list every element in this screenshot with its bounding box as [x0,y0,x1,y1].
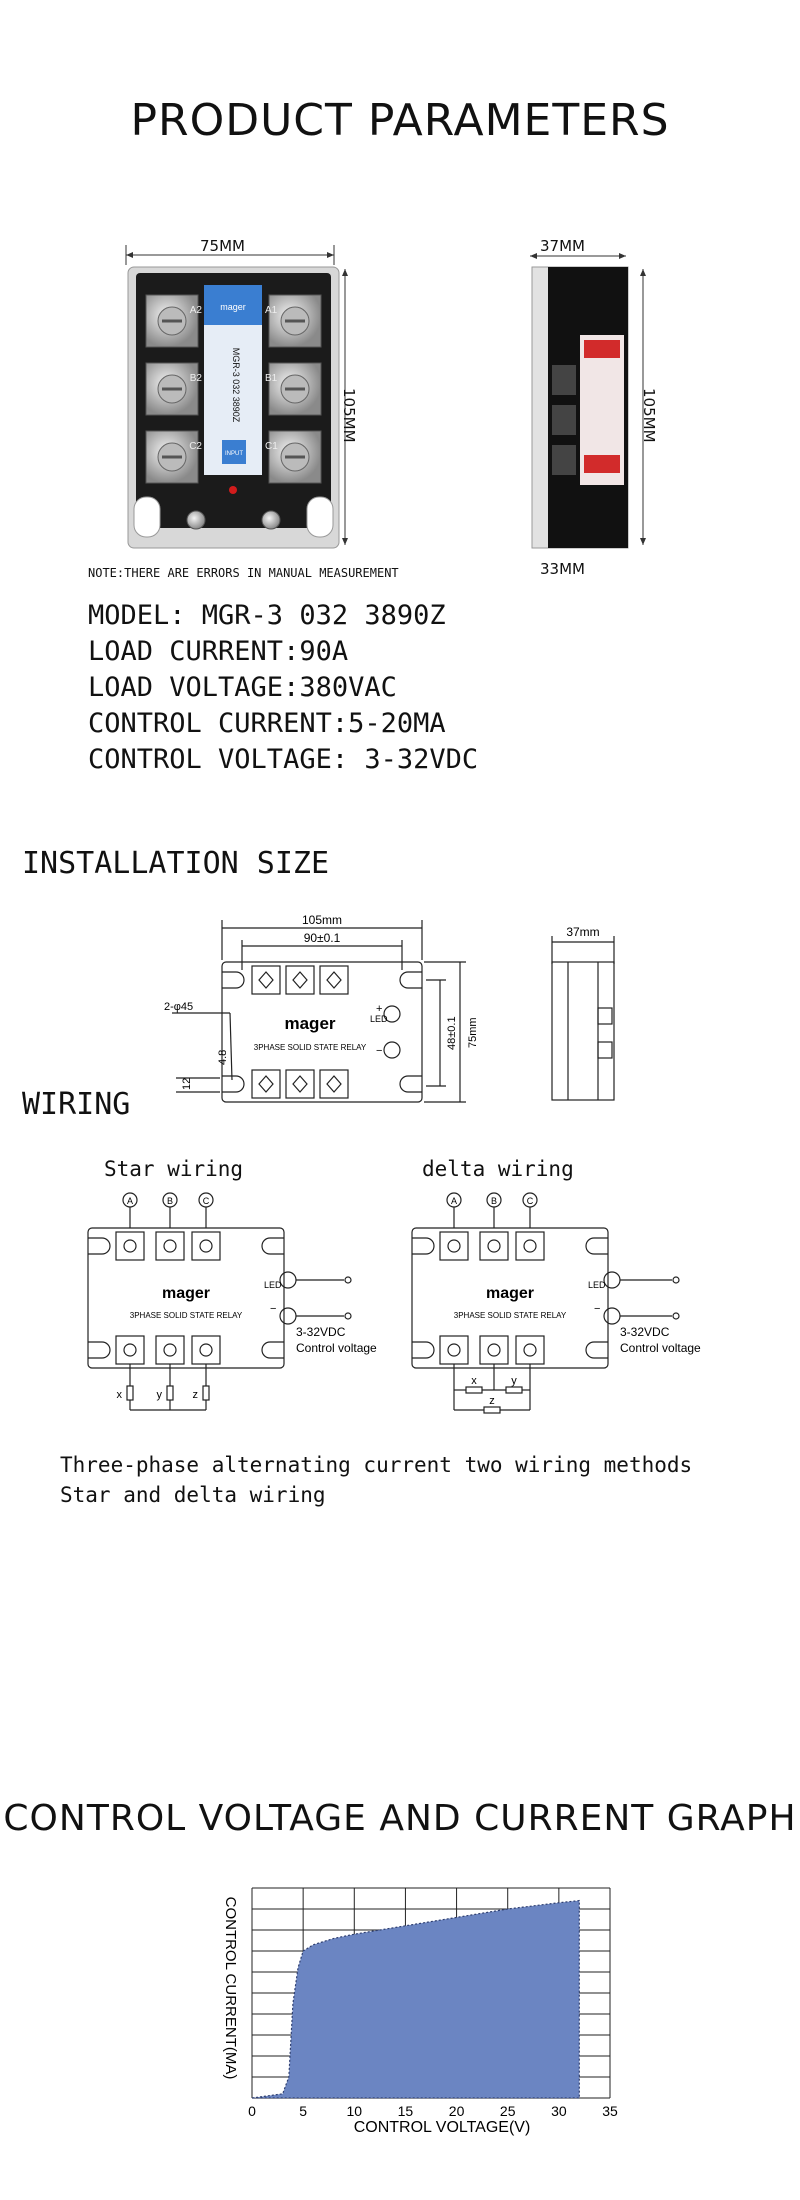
delta-load-y: y [511,1375,517,1387]
spec-load-current: LOAD CURRENT:90A [88,636,349,667]
star-relay-type: 3PHASE SOLID STATE RELAY [130,1311,243,1320]
delta-voltage-label: 3-32VDC [620,1325,670,1339]
install-minus: − [376,1045,382,1057]
x-tick-label-7: 35 [602,2103,618,2119]
star-led: LED [264,1280,282,1290]
terminal-label-a2: A2 [190,305,203,316]
delta-phase-a: A [451,1196,457,1206]
x-tick-label-1: 5 [299,2103,307,2119]
star-phase-c: C [203,1196,210,1206]
terminal-label-b1: B1 [265,373,278,384]
delta-load-z: z [489,1395,495,1407]
install-led: LED [370,1014,388,1024]
page-title: PRODUCT PARAMETERS [130,95,670,146]
front-view-relay: mager MGR-3 032 3890Z INPUT A2 B2 C2 A1 … [127,266,340,549]
star-brand: mager [162,1285,210,1302]
star-load-x: x [117,1389,123,1401]
side-height-label: 105MM [640,388,658,443]
dim-90: 90±0.1 [304,931,341,945]
side-width-label: 37MM [540,237,585,255]
delta-wiring-diagram: A B C mager 3PHASE SOLID STATE RELAY LED… [411,1192,701,1414]
x-tick-label-6: 30 [551,2103,567,2119]
front-input-text: INPUT [225,451,243,457]
side-width-dimension [530,253,626,259]
delta-relay-type: 3PHASE SOLID STATE RELAY [454,1311,567,1320]
install-relay-type: 3PHASE SOLID STATE RELAY [254,1043,367,1052]
x-tick-label-2: 10 [346,2103,362,2119]
control-voltage-current-chart: 0 5 10 15 20 25 30 35 CONTROL VOLTAGE(V) CONTRO… [222,1887,618,2136]
star-phase-a: A [127,1196,133,1206]
star-phase-b: B [167,1196,173,1206]
measurement-note: NOTE:THERE ARE ERRORS IN MANUAL MEASUREM… [88,566,399,580]
dim-12: 12 [181,1078,193,1090]
star-minus: − [270,1303,276,1315]
front-terminals-right [268,294,322,484]
side-view-relay [531,266,629,549]
x-tick-label-4: 20 [449,2103,465,2119]
x-tick-label-3: 15 [398,2103,414,2119]
chart-area-series [251,1899,580,2099]
delta-phase-b: B [491,1196,497,1206]
dim-37: 37mm [566,925,599,939]
dim-105: 105mm [302,913,342,927]
chart-y-label: CONTROL CURRENT(MA) [222,1897,239,2080]
wiring-description-2: Star and delta wiring [60,1483,326,1507]
x-tick-label-0: 0 [248,2103,256,2119]
front-model-text: MGR-3 032 3890Z [231,348,241,423]
side-bottom-label: 33MM [540,560,585,578]
delta-control-label: Control voltage [620,1341,701,1355]
chart-x-ticks: 0 5 10 15 20 25 30 35 [248,2103,618,2119]
x-tick-label-5: 25 [500,2103,516,2119]
delta-load-x: x [471,1375,477,1387]
dim-75: 75mm [467,1017,479,1048]
wiring-heading: WIRING [22,1087,131,1122]
chart-x-label: CONTROL VOLTAGE(V) [354,2119,531,2136]
install-brand: mager [284,1014,335,1033]
dim-4-8: 4.8 [217,1050,229,1065]
led-indicator [229,486,237,494]
installation-front-drawing: 105mm 90±0.1 2-φ45 4.8 12 48±0.1 75mm ma… [164,913,479,1103]
dim-hole: 2-φ45 [164,1001,193,1013]
dim-48: 48±0.1 [446,1016,458,1050]
front-terminals-left [145,294,199,484]
star-voltage-label: 3-32VDC [296,1325,346,1339]
terminal-label-c1: C1 [265,441,278,452]
terminal-label-c2: C2 [189,441,202,452]
star-load-z: z [193,1389,199,1401]
wiring-description-1: Three-phase alternating current two wiri… [60,1453,693,1477]
spec-control-current: CONTROL CURRENT:5-20MA [88,708,446,739]
terminal-label-b2: B2 [190,373,203,384]
star-load-y: y [157,1389,163,1401]
front-width-dimension [125,245,335,265]
front-height-dimension [342,269,348,545]
front-height-label: 105MM [340,388,358,443]
terminal-label-a1: A1 [265,305,278,316]
spec-model: MODEL: MGR-3 032 3890Z [88,600,446,631]
star-wiring-diagram: A B C mager 3PHASE SOLID STATE RELAY LED… [87,1192,377,1411]
install-plus: + [376,1003,382,1015]
delta-phase-c: C [527,1196,534,1206]
installation-side-drawing: 37mm [551,925,615,1101]
delta-wiring-title: delta wiring [422,1157,574,1181]
spec-list: MODEL: MGR-3 032 3890Z LOAD CURRENT:90A … [88,598,478,778]
front-brand-text: mager [220,302,246,312]
installation-heading: INSTALLATION SIZE [22,846,330,881]
star-wiring-title: Star wiring [104,1157,244,1181]
graph-heading: CONTROL VOLTAGE AND CURRENT GRAPH [3,1798,797,1839]
delta-brand: mager [486,1285,534,1302]
spec-load-voltage: LOAD VOLTAGE:380VAC [88,672,397,703]
side-height-dimension [640,269,646,545]
delta-led: LED [588,1280,606,1290]
spec-control-voltage: CONTROL VOLTAGE: 3-32VDC [88,744,479,775]
star-control-label: Control voltage [296,1341,377,1355]
delta-minus: − [594,1303,600,1315]
front-width-label: 75MM [200,237,245,255]
